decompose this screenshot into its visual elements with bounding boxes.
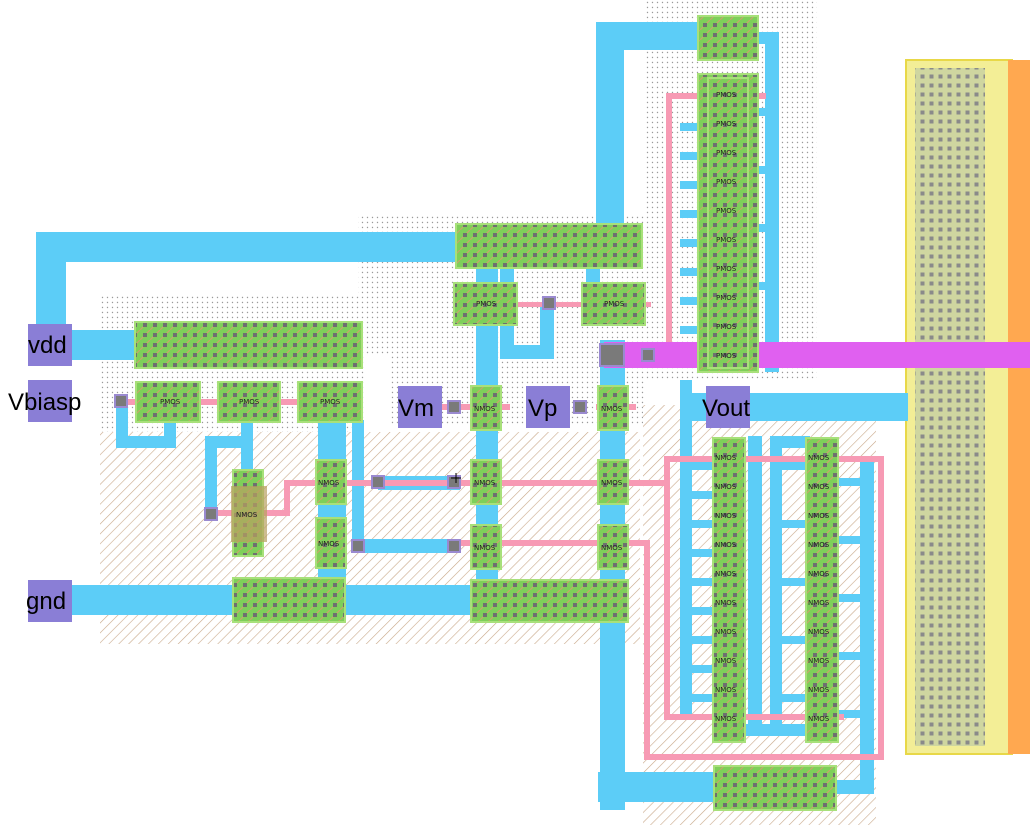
nmos-input-pair: NMOS NMOS NMOS NMOS NMOS NMOS xyxy=(470,385,629,623)
pin-vm[interactable]: Vm xyxy=(398,386,442,428)
pmos-output-stage: PMOS PMOS PMOS PMOS PMOS PMOS PMOS PMOS … xyxy=(697,15,759,373)
origin-crosshair xyxy=(451,473,461,483)
nmos-label: NMOS xyxy=(318,479,340,487)
pmos-diff-pair-load: PMOS PMOS xyxy=(453,223,646,326)
nmos-label: NMOS xyxy=(318,540,340,548)
pmos-label: PMOS xyxy=(320,398,341,406)
pmos-label: PMOS xyxy=(716,91,737,99)
capacitor-top-plate xyxy=(1008,60,1030,754)
nmos-label: NMOS xyxy=(715,686,737,694)
nmos-label: NMOS xyxy=(715,599,737,607)
pin-label-vbiasp: Vbiasp xyxy=(8,389,81,416)
pmos-label: PMOS xyxy=(716,178,737,186)
nmos-label: NMOS xyxy=(808,628,830,636)
via-contacts xyxy=(114,296,655,553)
nmos-output-array-left: NMOS NMOS NMOS NMOS NMOS NMOS NMOS NMOS … xyxy=(712,437,746,743)
pmos-label: PMOS xyxy=(476,300,497,308)
nmos-label: NMOS xyxy=(808,657,830,665)
nmos-label: NMOS xyxy=(715,541,737,549)
nmos-label: NMOS xyxy=(601,405,623,413)
metal3-output-bus xyxy=(604,342,1030,368)
metal1-straps xyxy=(680,108,872,718)
pin-vp[interactable]: Vp xyxy=(526,386,570,428)
nmos-label: NMOS xyxy=(808,686,830,694)
pin-vdd[interactable]: vdd xyxy=(28,324,72,366)
nmos-label: NMOS xyxy=(601,479,623,487)
nmos-label: NMOS xyxy=(808,541,830,549)
pin-label-vp: Vp xyxy=(528,395,557,422)
pin-label-gnd: gnd xyxy=(26,588,66,615)
nmos-label: NMOS xyxy=(474,405,496,413)
pmos-bias-array: PMOS PMOS PMOS xyxy=(134,321,363,423)
nmos-label: NMOS xyxy=(808,570,830,578)
pin-gnd[interactable]: gnd xyxy=(26,580,72,622)
nmos-label: NMOS xyxy=(474,544,496,552)
nmos-label: NMOS xyxy=(808,483,830,491)
nmos-output-array-right: NMOS NMOS NMOS NMOS NMOS NMOS NMOS NMOS … xyxy=(805,437,839,743)
pmos-label: PMOS xyxy=(604,300,625,308)
nmos-label: NMOS xyxy=(715,628,737,636)
metal1-routing xyxy=(36,22,908,810)
pin-label-vdd: vdd xyxy=(28,332,67,359)
pin-vout[interactable]: Vout xyxy=(702,386,750,428)
pin-label-vout: Vout xyxy=(702,395,750,422)
pmos-label: PMOS xyxy=(716,323,737,331)
nmos-label: NMOS xyxy=(715,512,737,520)
nmos-bias-mirror: NMOS NMOS NMOS xyxy=(231,459,347,623)
nmos-label: NMOS xyxy=(808,454,830,462)
nmos-label: NMOS xyxy=(715,657,737,665)
nmos-label: NMOS xyxy=(715,715,737,723)
pin-label-vm: Vm xyxy=(398,395,434,422)
pmos-label: PMOS xyxy=(716,207,737,215)
nmos-label: NMOS xyxy=(474,479,496,487)
pmos-label: PMOS xyxy=(716,294,737,302)
nmos-substrate-tap xyxy=(713,765,837,811)
capacitor-contact-array xyxy=(915,68,985,746)
nmos-label: NMOS xyxy=(715,483,737,491)
pin-vbiasp[interactable]: Vbiasp xyxy=(8,380,81,422)
nmos-label: NMOS xyxy=(808,715,830,723)
nmos-label: NMOS xyxy=(715,454,737,462)
nmos-label: NMOS xyxy=(808,599,830,607)
pmos-label: PMOS xyxy=(716,236,737,244)
pmos-label: PMOS xyxy=(239,398,260,406)
nmos-label: NMOS xyxy=(601,544,623,552)
pmos-label: PMOS xyxy=(716,352,737,360)
pmos-label: PMOS xyxy=(160,398,181,406)
nmos-label: NMOS xyxy=(808,512,830,520)
pmos-label: PMOS xyxy=(716,149,737,157)
pmos-label: PMOS xyxy=(716,265,737,273)
pmos-label: PMOS xyxy=(716,120,737,128)
nmos-label: NMOS xyxy=(715,570,737,578)
nmos-label: NMOS xyxy=(236,511,258,519)
